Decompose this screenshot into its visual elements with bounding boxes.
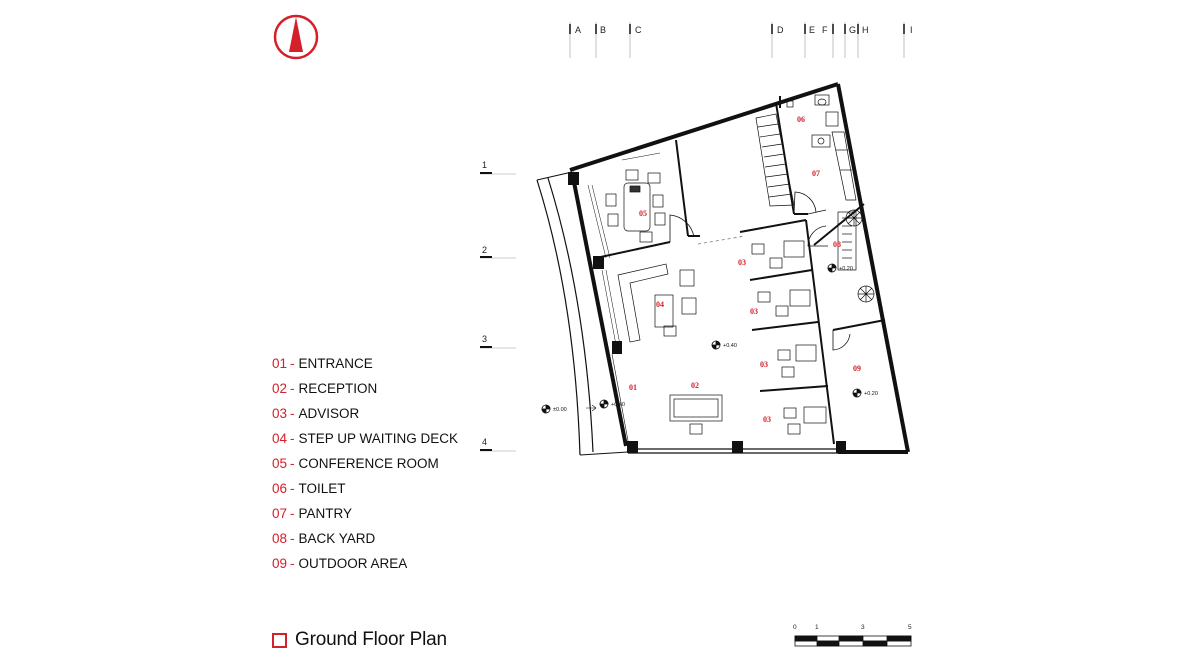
legend-separator: - (290, 431, 295, 446)
title-text: Ground Floor Plan (295, 629, 447, 650)
scale-label-0: 0 (793, 624, 797, 631)
legend-item: 07-PANTRY (272, 505, 458, 530)
room-tag-advisor-1: 03 (738, 258, 746, 267)
grid-col-b: B (600, 25, 607, 35)
level-outside: ±0.00 (553, 407, 567, 413)
back-yard-planting (837, 209, 875, 303)
reception-desk (669, 394, 723, 435)
legend-label: STEP UP WAITING DECK (298, 431, 459, 446)
grid-col-a: A (575, 25, 582, 35)
grid-col-f: F (822, 25, 828, 35)
legend-item: 04-STEP UP WAITING DECK (272, 430, 458, 455)
room-tag-advisor-2: 03 (750, 307, 758, 316)
legend-number: 07 (272, 506, 288, 521)
legend-number: 05 (272, 456, 288, 471)
legend-separator: - (290, 381, 295, 396)
legend-separator: - (290, 531, 295, 546)
room-tag-toilet: 06 (797, 115, 805, 124)
room-tag-back-yard: 08 (833, 240, 841, 249)
exterior-walls (569, 82, 910, 454)
legend-number: 01 (272, 356, 288, 371)
legend-label: BACK YARD (298, 531, 376, 546)
legend-item: 09-OUTDOOR AREA (272, 555, 458, 580)
room-tag-conference: 05 (639, 209, 647, 218)
legend-label: TOILET (298, 481, 346, 496)
dashed-opening (697, 235, 746, 245)
room-tag-entrance: 01 (629, 383, 637, 392)
legend-number: 02 (272, 381, 288, 396)
legend-number: 04 (272, 431, 288, 446)
grid-row-1: 1 (482, 160, 488, 170)
legend-separator: - (290, 481, 295, 496)
grid-col-h: H (862, 25, 869, 35)
legend-number: 03 (272, 406, 288, 421)
legend-label: RECEPTION (298, 381, 378, 396)
grid-row-lines (480, 173, 516, 452)
legend-item: 06-TOILET (272, 480, 458, 505)
level-markers (541, 263, 862, 414)
scale-label-3: 3 (861, 624, 865, 631)
legend-item: 01-ENTRANCE (272, 355, 458, 380)
level-back-yard: +0.20 (839, 266, 853, 272)
interior-walls (595, 96, 886, 445)
toilet-fixtures (786, 94, 839, 148)
level-entrance: +0.40 (611, 402, 625, 408)
legend-separator: - (290, 406, 295, 421)
entrance-arrow (586, 404, 597, 412)
grid-col-g: G (849, 25, 857, 35)
waiting-furniture (601, 263, 697, 346)
room-tag-waiting-deck: 04 (656, 300, 664, 309)
grid-row-4: 4 (482, 437, 488, 447)
scale-bar (794, 635, 912, 647)
grid-col-c: C (635, 25, 642, 35)
room-legend: 01-ENTRANCE 02-RECEPTION 03-ADVISOR 04-S… (272, 355, 458, 580)
legend-label: OUTDOOR AREA (298, 556, 408, 571)
room-tag-advisor-3: 03 (760, 360, 768, 369)
grid-col-e: E (809, 25, 816, 35)
level-hall: +0.40 (723, 343, 737, 349)
legend-number: 06 (272, 481, 288, 496)
scale-label-5: 5 (908, 624, 912, 631)
legend-label: PANTRY (298, 506, 353, 521)
legend-label: ENTRANCE (298, 356, 373, 371)
legend-item: 03-ADVISOR (272, 405, 458, 430)
stairs (755, 113, 795, 207)
grid-col-d: D (777, 25, 784, 35)
legend-separator: - (290, 506, 295, 521)
drawing-title: Ground Floor Plan (272, 629, 447, 651)
legend-label: CONFERENCE ROOM (298, 456, 439, 471)
room-tag-outdoor: 09 (853, 364, 861, 373)
curved-facade (536, 171, 629, 456)
title-square-icon (272, 632, 287, 648)
doors (611, 191, 851, 447)
north-arrow-icon (273, 14, 319, 60)
legend-number: 08 (272, 531, 288, 546)
grid-row-2: 2 (482, 245, 488, 255)
grid-row-3: 3 (482, 334, 488, 344)
legend-item: 05-CONFERENCE ROOM (272, 455, 458, 480)
legend-label: ADVISOR (298, 406, 360, 421)
grid-row-marks (480, 172, 492, 451)
legend-item: 08-BACK YARD (272, 530, 458, 555)
pantry-counter (831, 131, 857, 201)
room-tag-reception: 02 (691, 381, 699, 390)
legend-item: 02-RECEPTION (272, 380, 458, 405)
scale-label-1: 1 (815, 624, 819, 631)
room-tag-advisor-4: 03 (763, 415, 771, 424)
advisor-furniture (751, 240, 827, 435)
level-outdoor: +0.20 (864, 391, 878, 397)
legend-separator: - (290, 556, 295, 571)
room-tag-pantry: 07 (812, 169, 820, 178)
structural-columns (568, 172, 846, 453)
conference-furniture (587, 152, 666, 259)
legend-separator: - (290, 456, 295, 471)
legend-number: 09 (272, 556, 288, 571)
grid-col-i: I (910, 25, 913, 35)
grid-column-marks (569, 24, 905, 34)
legend-separator: - (290, 356, 295, 371)
